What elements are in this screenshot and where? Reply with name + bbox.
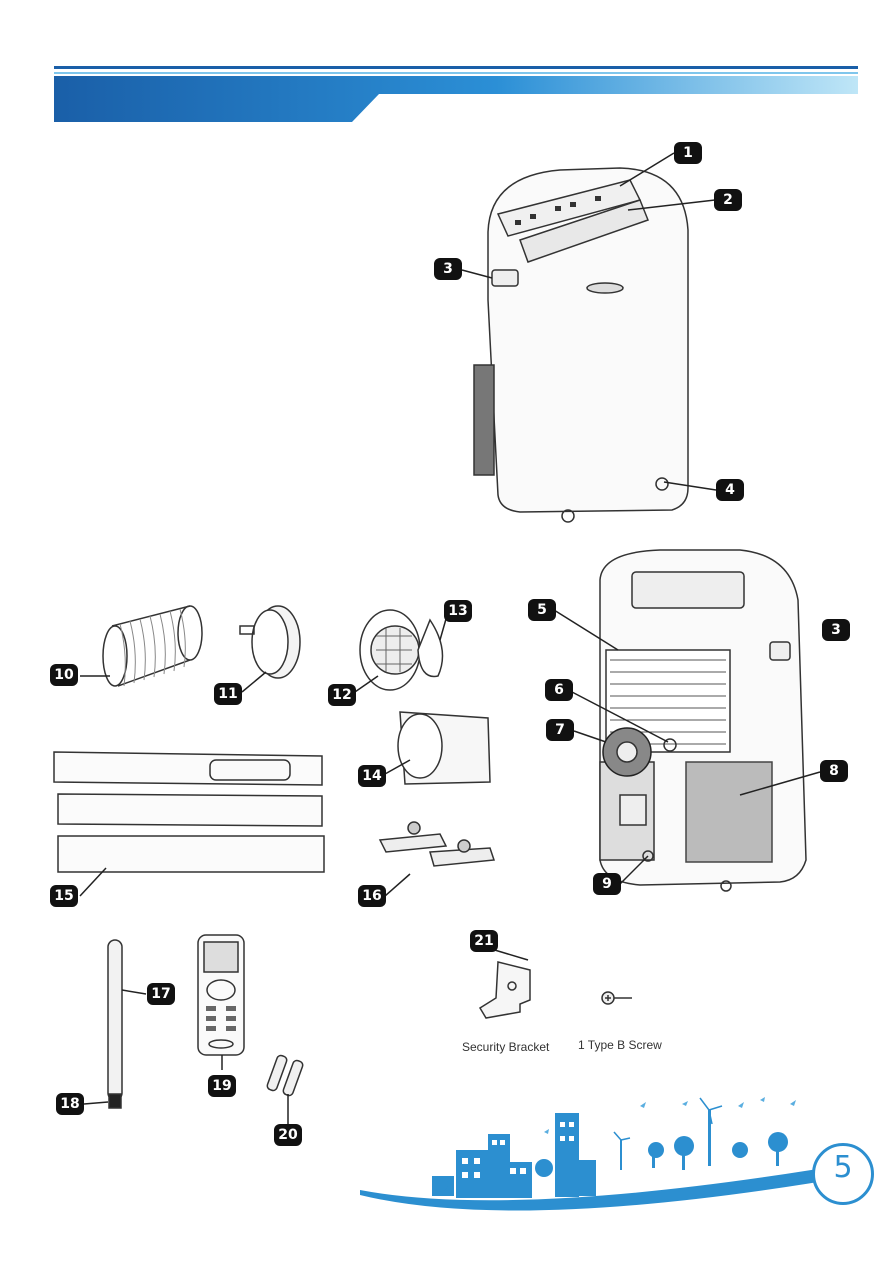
window-slider-kit (53, 751, 325, 873)
wing-screws (378, 821, 496, 867)
exhaust-hose (102, 605, 203, 687)
callout-14: 14 (358, 765, 386, 787)
batteries (266, 1054, 304, 1097)
page-number: 5 (833, 1150, 853, 1185)
callout-15: 15 (50, 885, 78, 907)
callout-9: 9 (593, 873, 621, 895)
callout-3-front: 3 (434, 258, 462, 280)
callout-8: 8 (820, 760, 848, 782)
callout-5: 5 (528, 599, 556, 621)
callout-7: 7 (546, 719, 574, 741)
callout-17: 17 (147, 983, 175, 1005)
callout-21: 21 (470, 930, 498, 952)
callout-20: 20 (274, 1124, 302, 1146)
security-bracket-caption: Security Bracket (462, 1040, 550, 1054)
callout-18: 18 (56, 1093, 84, 1115)
callout-1: 1 (674, 142, 702, 164)
callout-11: 11 (214, 683, 242, 705)
air-conditioner-front-view (473, 167, 689, 523)
window-connector (397, 711, 491, 785)
callout-3-rear: 3 (822, 619, 850, 641)
security-bracket (478, 961, 531, 1019)
callout-13: 13 (444, 600, 472, 622)
callout-12: 12 (328, 684, 356, 706)
drain-pipe (107, 939, 123, 1109)
header-banner (54, 66, 858, 122)
city-skyline-decoration (360, 1097, 860, 1211)
callout-19: 19 (208, 1075, 236, 1097)
page-number-badge (812, 1143, 874, 1205)
callout-4: 4 (716, 479, 744, 501)
window-adapter (359, 609, 444, 691)
callout-16: 16 (358, 885, 386, 907)
remote-control (197, 934, 245, 1056)
hose-adapter (239, 605, 301, 679)
air-conditioner-rear-view (599, 549, 807, 892)
callout-2: 2 (714, 189, 742, 211)
screw-caption: 1 Type B Screw (578, 1038, 662, 1052)
screw (601, 991, 632, 1005)
callout-10: 10 (50, 664, 78, 686)
callout-6: 6 (545, 679, 573, 701)
